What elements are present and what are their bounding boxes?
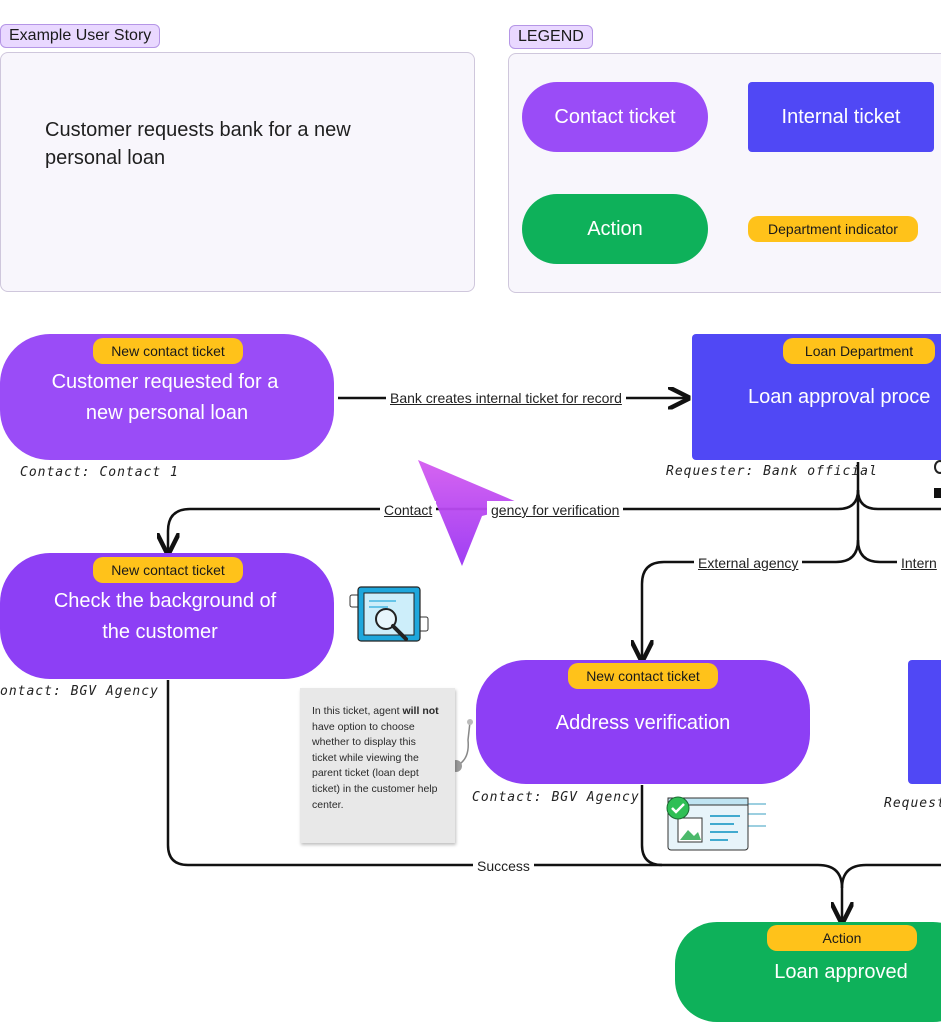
- background-check-line2: the customer: [102, 621, 218, 643]
- story-text: Customer requests bank for a new persona…: [45, 119, 351, 169]
- legend-tag: LEGEND: [509, 25, 593, 49]
- loan-approved-indicator: Action: [767, 925, 917, 951]
- edge-label-contact-agency-left: Contact: [380, 501, 437, 519]
- background-check-indicator: New contact ticket: [93, 557, 243, 583]
- document-search-icon: [349, 586, 429, 642]
- customer-request-indicator: New contact ticket: [93, 338, 243, 364]
- partial-requester: Request: [884, 796, 941, 811]
- legend-contact-ticket: Contact ticket: [522, 82, 708, 152]
- address-verification-indicator: New contact ticket: [568, 663, 718, 689]
- story-panel: [0, 52, 475, 292]
- edge-label-internal: Intern: [897, 554, 941, 572]
- customer-request-line1: Customer requested for a: [51, 371, 279, 393]
- id-card-check-icon: [666, 796, 766, 851]
- loan-approved-text: Loan approved: [774, 961, 908, 983]
- note-pre: In this ticket, agent: [312, 705, 403, 717]
- background-check-line1: Check the background of: [53, 590, 277, 612]
- edge-label-bank-creates: Bank creates internal ticket for record: [386, 389, 626, 407]
- edge-label-success: Success: [473, 857, 534, 875]
- partial-person-icon: [934, 460, 941, 498]
- loan-approval-text: Loan approval proce: [748, 386, 931, 408]
- note-bold-will: will: [402, 705, 420, 717]
- background-check-contact: ontact: BGV Agency: [0, 684, 159, 699]
- story-tag: Example User Story: [0, 24, 161, 48]
- customer-request-line2: new personal loan: [85, 402, 249, 424]
- note-bold-not: not: [422, 705, 439, 717]
- loan-approval-indicator: Loan Department: [783, 338, 935, 364]
- node-partial-internal[interactable]: [908, 660, 941, 784]
- edge-contact-agency: [168, 489, 860, 553]
- edge-label-contact-agency-right: gency for verification: [487, 501, 624, 519]
- note-post: have option to choose whether to display…: [312, 720, 438, 811]
- loan-approval-requester: Requester: Bank official: [666, 464, 878, 479]
- legend-action: Action: [522, 194, 708, 264]
- legend-department-indicator: Department indicator: [748, 216, 918, 242]
- legend-internal-ticket: Internal ticket: [748, 82, 934, 152]
- cursor-arrow-icon: [418, 460, 524, 566]
- address-verification-contact: Contact: BGV Agency: [472, 790, 640, 805]
- edge-external-agency: [642, 539, 860, 660]
- sticky-note: In this ticket, agent will not have opti…: [300, 688, 455, 843]
- customer-request-contact: Contact: Contact 1: [20, 465, 179, 480]
- edge-label-external-agency: External agency: [694, 554, 803, 572]
- address-verification-text: Address verification: [555, 712, 731, 734]
